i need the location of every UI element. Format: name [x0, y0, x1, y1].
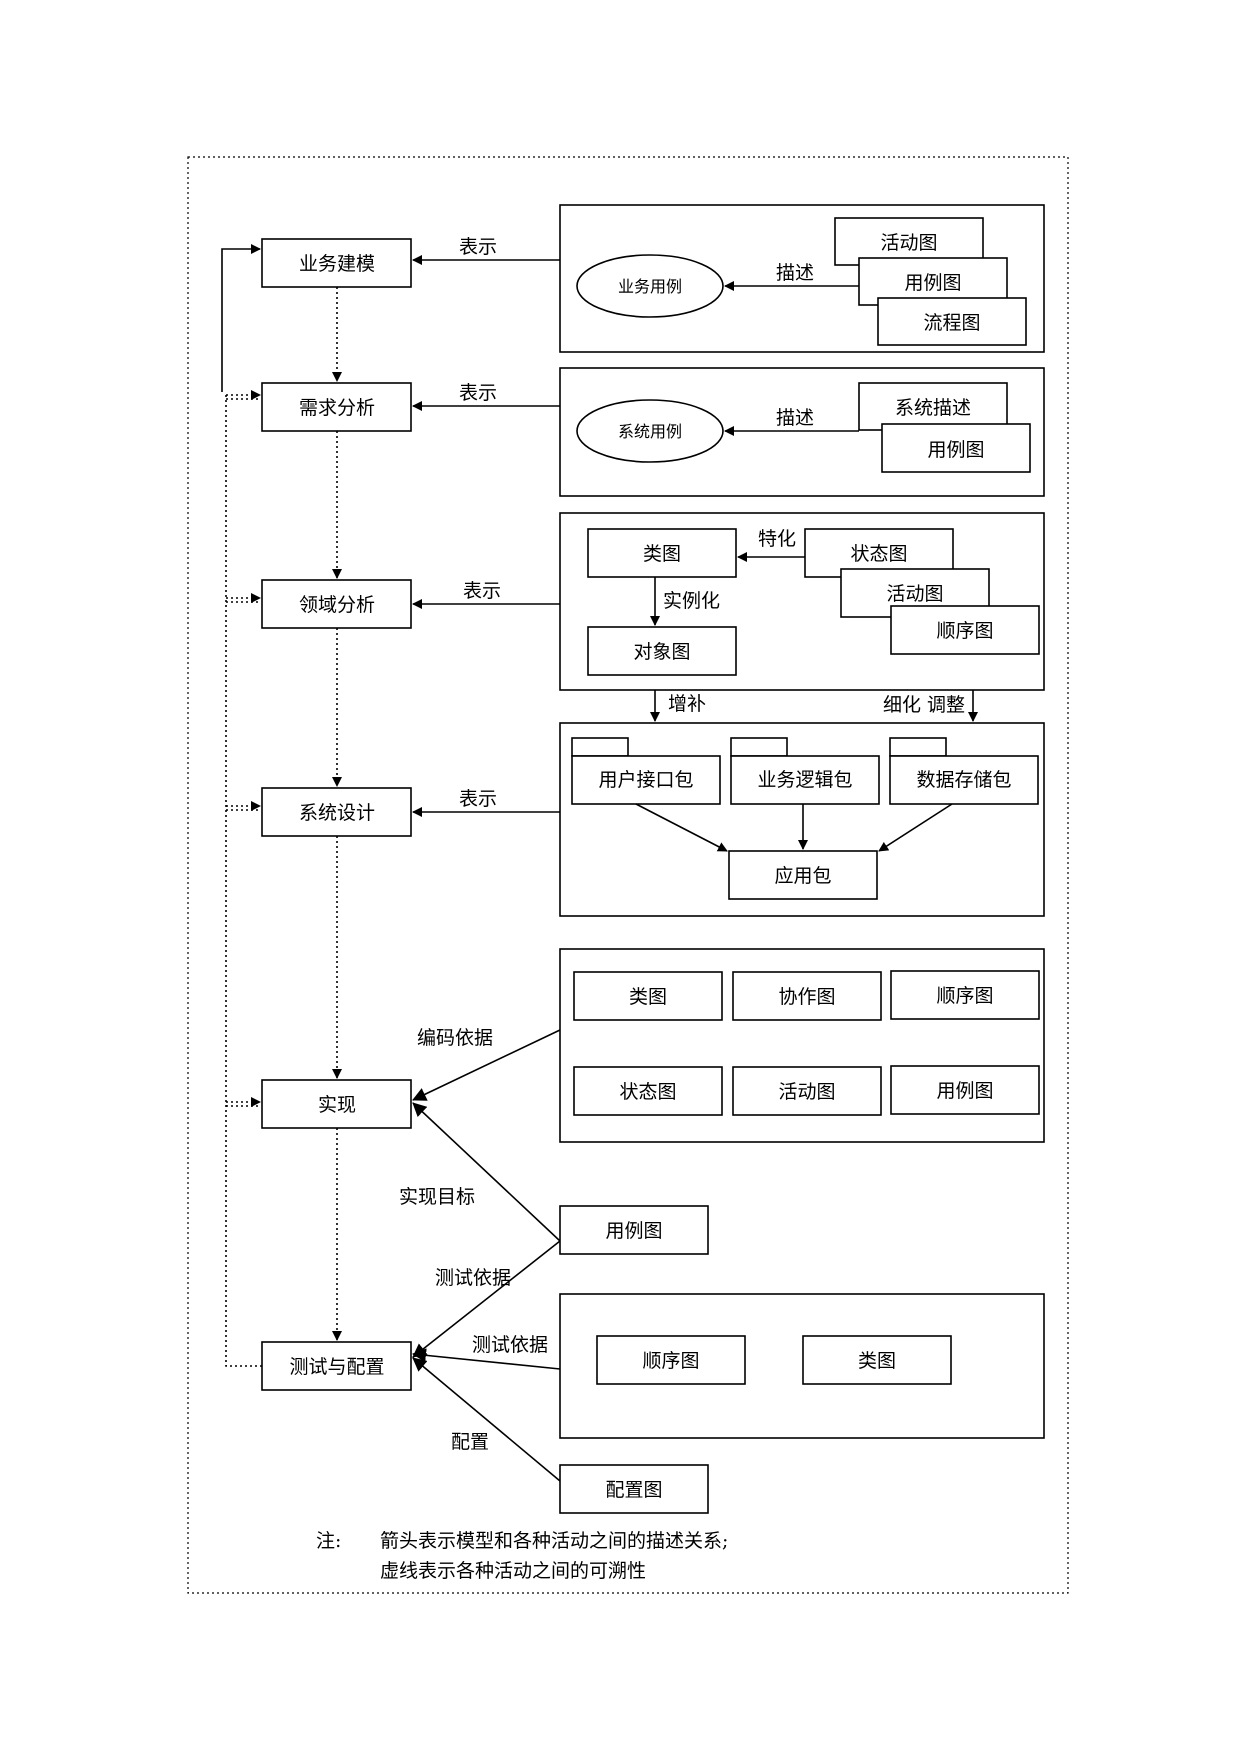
package-business-logic: 业务逻辑包 — [730, 737, 880, 805]
model-system-desc — [858, 382, 1008, 431]
edge-test-basis-1 — [412, 1240, 561, 1358]
model-class-3 — [802, 1335, 952, 1385]
note-label: 注: — [316, 1530, 341, 1552]
model-sequence-3-label: 顺序图 — [642, 1350, 699, 1372]
model-activity-1-label: 活动图 — [880, 232, 937, 254]
model-usecase-4-label: 用例图 — [605, 1220, 662, 1242]
model-activity-2-label: 活动图 — [886, 583, 943, 605]
model-sequence-1-label: 顺序图 — [936, 620, 993, 642]
model-system-desc-label: 系统描述 — [895, 397, 971, 419]
edge-describe-2-label: 描述 — [776, 407, 814, 429]
edge-data-to-app — [878, 803, 953, 852]
note-line-1: 箭头表示模型和各种活动之间的描述关系; — [380, 1530, 728, 1552]
panel-system-design — [559, 722, 1045, 917]
package-app-label: 应用包 — [774, 865, 831, 887]
model-class-2-label: 类图 — [629, 986, 667, 1008]
model-usecase-4 — [559, 1205, 709, 1255]
edge-impl-goal — [412, 1102, 561, 1242]
edge-refine-label: 细化 调整 — [883, 694, 965, 716]
activity-system-design-label: 系统设计 — [299, 802, 375, 824]
activity-business-modeling: 业务建模 — [261, 238, 412, 288]
panel-requirements — [559, 367, 1045, 497]
activity-domain-analysis-label: 领域分析 — [299, 594, 375, 616]
model-collaboration-label: 协作图 — [778, 986, 835, 1008]
outer-frame — [187, 156, 1069, 1594]
activity-domain-analysis: 领域分析 — [261, 579, 412, 629]
model-activity-1 — [834, 217, 984, 266]
usecase-system — [576, 399, 724, 463]
edge-config — [412, 1357, 561, 1482]
panel-domain-analysis — [559, 512, 1045, 691]
model-sequence-1 — [890, 605, 1040, 655]
edge-ui-to-app — [635, 803, 728, 852]
usecase-business — [576, 254, 724, 318]
model-class-3-label: 类图 — [858, 1350, 896, 1372]
activity-test-config-label: 测试与配置 — [289, 1356, 384, 1378]
edge-represent-2-label: 表示 — [459, 382, 497, 404]
package-ui: 用户接口包 — [571, 737, 721, 805]
edge-represent-3-label: 表示 — [463, 580, 501, 602]
edge-impl-goal-label: 实现目标 — [399, 1186, 475, 1208]
edge-supplement-label: 增补 — [668, 693, 706, 715]
model-flow — [877, 297, 1027, 346]
model-state-1-label: 状态图 — [850, 543, 907, 565]
model-usecase-2-label: 用例图 — [927, 439, 984, 461]
activity-requirements-analysis: 需求分析 — [261, 382, 412, 432]
note-line-2: 虚线表示各种活动之间的可溯性 — [380, 1560, 646, 1582]
edge-test-basis-1-label: 测试依据 — [435, 1267, 511, 1289]
edge-describe-1-label: 描述 — [776, 262, 814, 284]
edge-coding-basis-label: 编码依据 — [417, 1027, 493, 1049]
package-ui-label: 用户接口包 — [598, 769, 693, 791]
model-class-1-label: 类图 — [643, 543, 681, 565]
model-deployment — [559, 1464, 709, 1514]
model-sequence-3 — [596, 1335, 746, 1385]
model-state-2-label: 状态图 — [619, 1081, 676, 1103]
package-app — [728, 850, 878, 900]
model-class-1 — [587, 528, 737, 578]
model-activity-3 — [732, 1066, 882, 1116]
edge-instantiate-label: 实例化 — [663, 590, 720, 612]
edge-specialize-label: 特化 — [758, 528, 796, 550]
traceability-line — [225, 395, 262, 1367]
edge-represent-1-label: 表示 — [459, 236, 497, 258]
model-state-2 — [573, 1066, 723, 1116]
edge-coding-basis — [412, 1029, 561, 1101]
activity-system-design: 系统设计 — [261, 787, 412, 837]
usecase-business-label: 业务用例 — [618, 277, 682, 296]
panel-business-modeling — [559, 204, 1045, 353]
edge-config-label: 配置 — [451, 1431, 489, 1453]
package-business-logic-label: 业务逻辑包 — [757, 769, 852, 791]
model-usecase-3 — [890, 1065, 1040, 1115]
model-usecase-1-label: 用例图 — [904, 272, 961, 294]
model-sequence-2 — [890, 970, 1040, 1020]
model-activity-3-label: 活动图 — [778, 1081, 835, 1103]
edge-test-basis-2 — [412, 1348, 561, 1370]
model-usecase-2 — [881, 423, 1031, 473]
feedback-loop — [221, 244, 261, 392]
panel-test — [559, 1293, 1045, 1439]
model-object — [587, 626, 737, 676]
usecase-system-label: 系统用例 — [618, 422, 682, 441]
model-flow-label: 流程图 — [923, 312, 980, 334]
activity-implementation-label: 实现 — [318, 1094, 356, 1116]
model-sequence-2-label: 顺序图 — [936, 985, 993, 1007]
activity-requirements-analysis-label: 需求分析 — [299, 397, 375, 419]
edge-test-basis-2-label: 测试依据 — [472, 1334, 548, 1356]
panel-implementation — [559, 948, 1045, 1143]
package-data-storage: 数据存储包 — [889, 737, 1039, 805]
model-object-label: 对象图 — [633, 641, 690, 663]
activity-implementation: 实现 — [261, 1079, 412, 1129]
model-collaboration — [732, 971, 882, 1021]
activity-test-config: 测试与配置 — [261, 1341, 412, 1391]
activity-business-modeling-label: 业务建模 — [299, 253, 375, 275]
model-usecase-3-label: 用例图 — [936, 1080, 993, 1102]
edge-represent-4-label: 表示 — [459, 788, 497, 810]
model-class-2 — [573, 971, 723, 1021]
package-data-storage-label: 数据存储包 — [916, 769, 1011, 791]
model-deployment-label: 配置图 — [605, 1479, 662, 1501]
